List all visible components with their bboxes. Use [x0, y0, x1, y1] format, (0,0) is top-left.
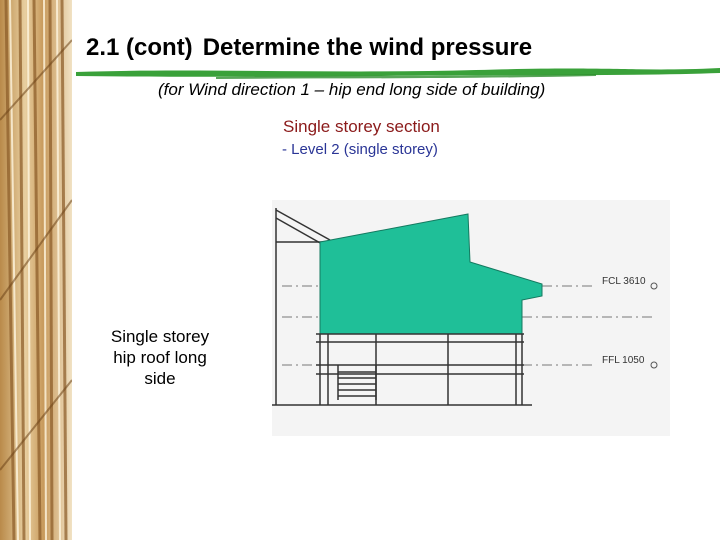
slide-subtitle: (for Wind direction 1 – hip end long sid…: [158, 80, 546, 99]
slide-title: 2.1 (cont) Determine the wind pressure: [86, 34, 532, 62]
caption-text: Single storey hip roof long side: [110, 327, 210, 388]
title-section-number: 2.1 (cont): [86, 34, 193, 61]
timber-frame-photo-strip: [0, 0, 72, 540]
title-text: Determine the wind pressure: [202, 34, 533, 61]
ffl-label: FFL 1050: [602, 355, 645, 366]
title-underline-brushstroke: [76, 68, 720, 79]
fcl-level-marker: FCL 3610: [602, 276, 658, 290]
level-label: - Level 2 (single storey): [282, 141, 438, 158]
section-title: Single storey section: [283, 117, 440, 136]
entry-stairs: [337, 365, 377, 400]
building-elevation-drawing: FCL 3610 FFL 1050: [272, 200, 670, 436]
ffl-level-marker: FFL 1050: [602, 355, 658, 369]
fcl-label: FCL 3610: [602, 276, 646, 287]
